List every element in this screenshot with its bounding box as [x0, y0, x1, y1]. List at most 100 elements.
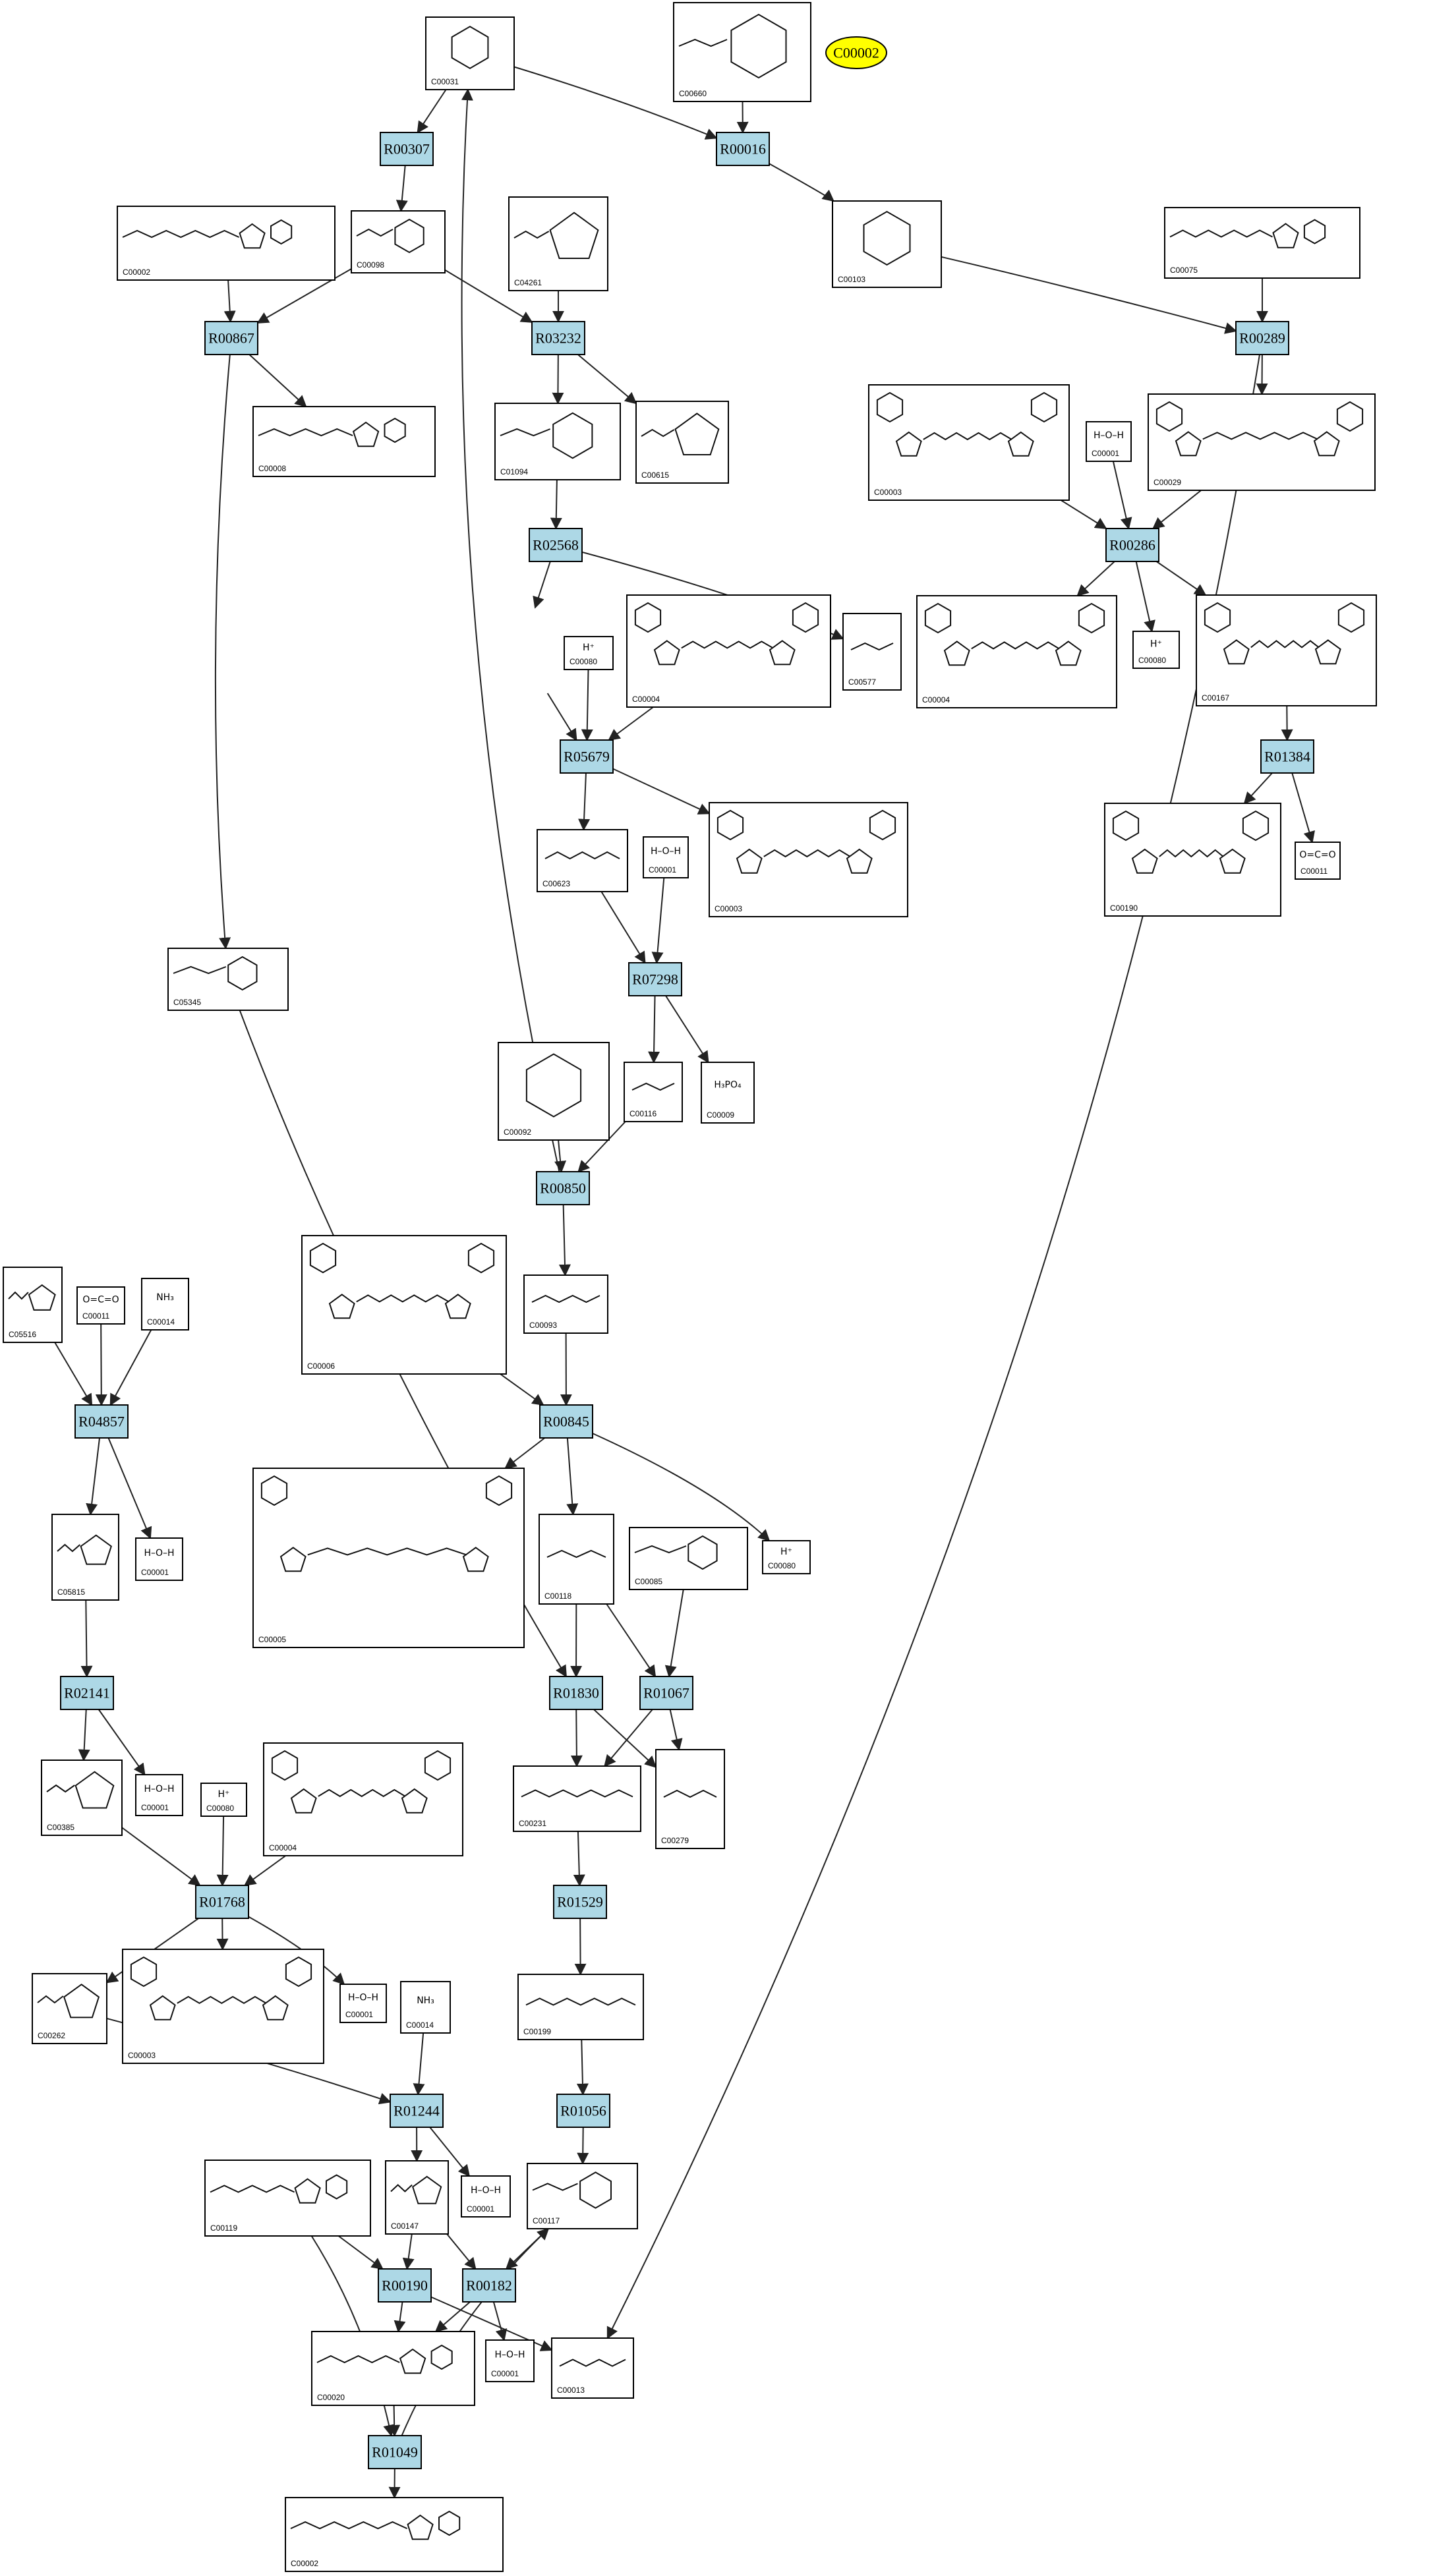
reaction-node[interactable]: R01067: [639, 1676, 693, 1710]
compound-node[interactable]: C00005: [252, 1468, 525, 1648]
reaction-label: R02141: [64, 1685, 110, 1702]
reaction-node[interactable]: R00286: [1105, 528, 1159, 562]
compound-node[interactable]: C00029: [1148, 393, 1376, 491]
compound-node[interactable]: C00093: [523, 1274, 608, 1334]
reaction-node[interactable]: R00016: [716, 132, 770, 166]
compound-node[interactable]: C00004: [263, 1742, 463, 1856]
compound-node[interactable]: C00279: [655, 1749, 725, 1849]
compound-node[interactable]: H⁺C00080: [200, 1783, 247, 1817]
compound-node[interactable]: C00199: [517, 1974, 644, 2040]
compound-node[interactable]: C00085: [629, 1527, 748, 1590]
compound-node[interactable]: H⁺C00080: [1132, 631, 1180, 669]
compound-box: [673, 2, 811, 102]
compound-node[interactable]: C00006: [301, 1235, 507, 1375]
reaction-node[interactable]: R04857: [74, 1404, 129, 1439]
reaction-node[interactable]: R01384: [1260, 739, 1314, 774]
structure-glyph: [678, 13, 787, 79]
reaction-node[interactable]: R02141: [60, 1676, 114, 1710]
compound-node[interactable]: C05815: [51, 1514, 119, 1601]
reaction-node[interactable]: R05679: [560, 739, 614, 774]
compound-node[interactable]: C00008: [252, 406, 436, 477]
compound-node[interactable]: C00119: [204, 2160, 371, 2237]
compound-node[interactable]: C00623: [537, 829, 628, 892]
pathway-edge: [214, 354, 231, 950]
reaction-node[interactable]: R00182: [462, 2268, 516, 2303]
start-compound-node[interactable]: C00002: [825, 36, 887, 69]
compound-node[interactable]: C05345: [167, 948, 289, 1011]
compound-node[interactable]: C00615: [635, 401, 729, 484]
compound-node[interactable]: C00003: [122, 1949, 324, 2064]
compound-node[interactable]: C00167: [1196, 594, 1377, 706]
compound-label: C00008: [258, 464, 286, 473]
compound-node[interactable]: C00098: [351, 210, 446, 273]
compound-box: [461, 2175, 511, 2218]
reaction-node[interactable]: R07298: [628, 962, 682, 996]
compound-node[interactable]: C00116: [624, 1062, 683, 1122]
compound-node[interactable]: C00092: [498, 1042, 610, 1141]
compound-node[interactable]: C04261: [508, 196, 608, 291]
compound-node[interactable]: C00020: [311, 2331, 475, 2406]
compound-box: [400, 1981, 451, 2034]
compound-node[interactable]: C00002: [117, 206, 336, 281]
compound-node[interactable]: C00103: [832, 200, 942, 288]
reaction-node[interactable]: R01049: [368, 2435, 422, 2469]
compound-node[interactable]: C00013: [551, 2337, 634, 2399]
compound-box: [498, 1042, 610, 1141]
reaction-node[interactable]: R03232: [531, 321, 585, 355]
structure-glyph: [309, 1242, 495, 1319]
compound-node[interactable]: C00004: [916, 595, 1117, 708]
compound-node[interactable]: C00002: [285, 2497, 504, 2572]
compound-node[interactable]: C00003: [868, 384, 1070, 501]
reaction-box: [462, 2268, 516, 2303]
compound-node[interactable]: C00660: [673, 2, 811, 102]
compound-node[interactable]: C00385: [41, 1760, 123, 1836]
compound-node[interactable]: C00147: [385, 2160, 449, 2235]
compound-node[interactable]: C00117: [527, 2163, 638, 2229]
reaction-node[interactable]: R00190: [378, 2268, 432, 2303]
compound-node[interactable]: C05516: [3, 1267, 63, 1343]
reaction-node[interactable]: R01768: [195, 1885, 249, 1919]
compound-node[interactable]: H⁺C00080: [762, 1540, 811, 1574]
reaction-node[interactable]: R00867: [204, 321, 258, 355]
structure-glyph: [513, 212, 599, 259]
reaction-node[interactable]: R00307: [380, 132, 434, 166]
structure-glyph: [173, 956, 258, 991]
compound-node[interactable]: C00118: [539, 1514, 614, 1605]
reaction-node[interactable]: R01529: [553, 1885, 607, 1919]
compound-node[interactable]: C00075: [1164, 207, 1360, 279]
compound-node[interactable]: C00004: [626, 594, 831, 708]
reaction-node[interactable]: R00845: [539, 1404, 593, 1439]
reaction-node[interactable]: R01830: [549, 1676, 603, 1710]
compound-box: [339, 1984, 387, 2023]
compound-node[interactable]: H⁺C00080: [564, 636, 614, 670]
compound-formula: H–O–H: [144, 1548, 174, 1559]
reaction-node[interactable]: R00289: [1235, 321, 1289, 355]
compound-node[interactable]: C00031: [425, 16, 515, 90]
reaction-node[interactable]: R02568: [529, 528, 583, 562]
structure-glyph: [260, 1475, 513, 1572]
reaction-node[interactable]: R01056: [556, 2094, 610, 2128]
reaction-node[interactable]: R00850: [536, 1171, 590, 1205]
compound-box: [311, 2331, 475, 2406]
compound-node[interactable]: C01094: [494, 403, 621, 480]
compound-label: C00118: [544, 1591, 571, 1601]
compound-node[interactable]: C00577: [842, 613, 902, 691]
compound-node[interactable]: C00262: [32, 1973, 107, 2044]
compound-node[interactable]: C00190: [1104, 803, 1281, 917]
compound-node[interactable]: C00231: [513, 1765, 641, 1832]
pathway-edge: [121, 1827, 201, 1887]
reaction-node[interactable]: R01244: [390, 2094, 444, 2128]
compound-node[interactable]: C00003: [709, 802, 908, 917]
